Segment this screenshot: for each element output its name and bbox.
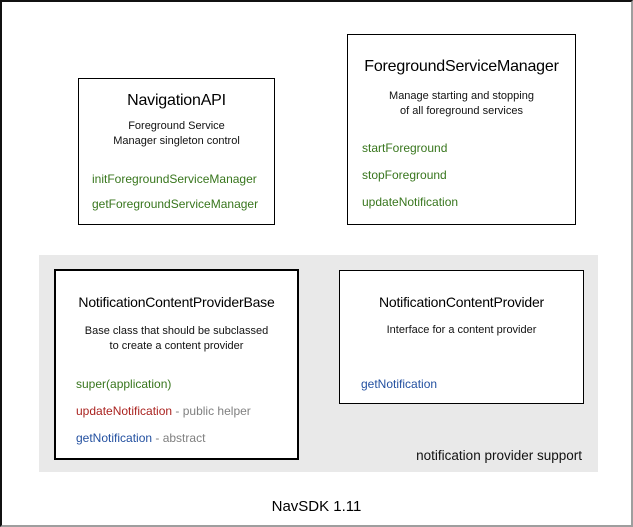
class-description-notification-content-provider: Interface for a content provider [386, 324, 537, 336]
diagram-caption: NavSDK 1.11 [271, 498, 362, 515]
method-get-foreground-service-manager: getForegroundServiceManager [92, 197, 259, 211]
class-box-navigation-api: NavigationAPI Foreground Service Manager… [78, 78, 275, 225]
class-box-notification-content-provider-base: NotificationContentProviderBase Base cla… [54, 269, 299, 460]
class-title-notification-content-provider-base: NotificationContentProviderBase [78, 294, 275, 310]
method-init-foreground-service-manager: initForegroundServiceManager [92, 172, 257, 186]
method-start-foreground: startForeground [362, 141, 448, 155]
method-get-notification-abstract: getNotification - abstract [76, 431, 206, 445]
panel-caption: notification provider support [416, 448, 582, 463]
class-title-navigation-api: NavigationAPI [127, 92, 226, 109]
method-list-navigation-api: initForegroundServiceManager getForegrou… [79, 172, 274, 211]
class-description-notification-content-provider-base: Base class that should be subclassed to … [84, 325, 269, 352]
class-title-foreground-service-manager: ForegroundServiceManager [364, 58, 559, 75]
notification-provider-panel: NotificationContentProviderBase Base cla… [39, 255, 598, 472]
method-update-notification: updateNotification [362, 195, 459, 209]
class-description-foreground-service-manager: Manage starting and stopping of all fore… [389, 90, 534, 117]
class-description-navigation-api: Foreground Service Manager singleton con… [113, 120, 240, 147]
method-super-application: super(application) [76, 377, 172, 391]
method-stop-foreground: stopForeground [362, 168, 447, 182]
method-update-notification-helper: updateNotification - public helper [76, 404, 251, 418]
method-list-foreground-service-manager: startForeground stopForeground updateNot… [348, 141, 575, 209]
class-box-notification-content-provider: NotificationContentProvider Interface fo… [339, 270, 584, 404]
class-title-notification-content-provider: NotificationContentProvider [378, 294, 545, 310]
method-list-notification-content-provider-base: super(application) updateNotification - … [56, 377, 297, 445]
method-list-notification-content-provider: getNotification [340, 377, 583, 391]
class-box-foreground-service-manager: ForegroundServiceManager Manage starting… [347, 34, 576, 225]
method-get-notification: getNotification [361, 377, 438, 391]
